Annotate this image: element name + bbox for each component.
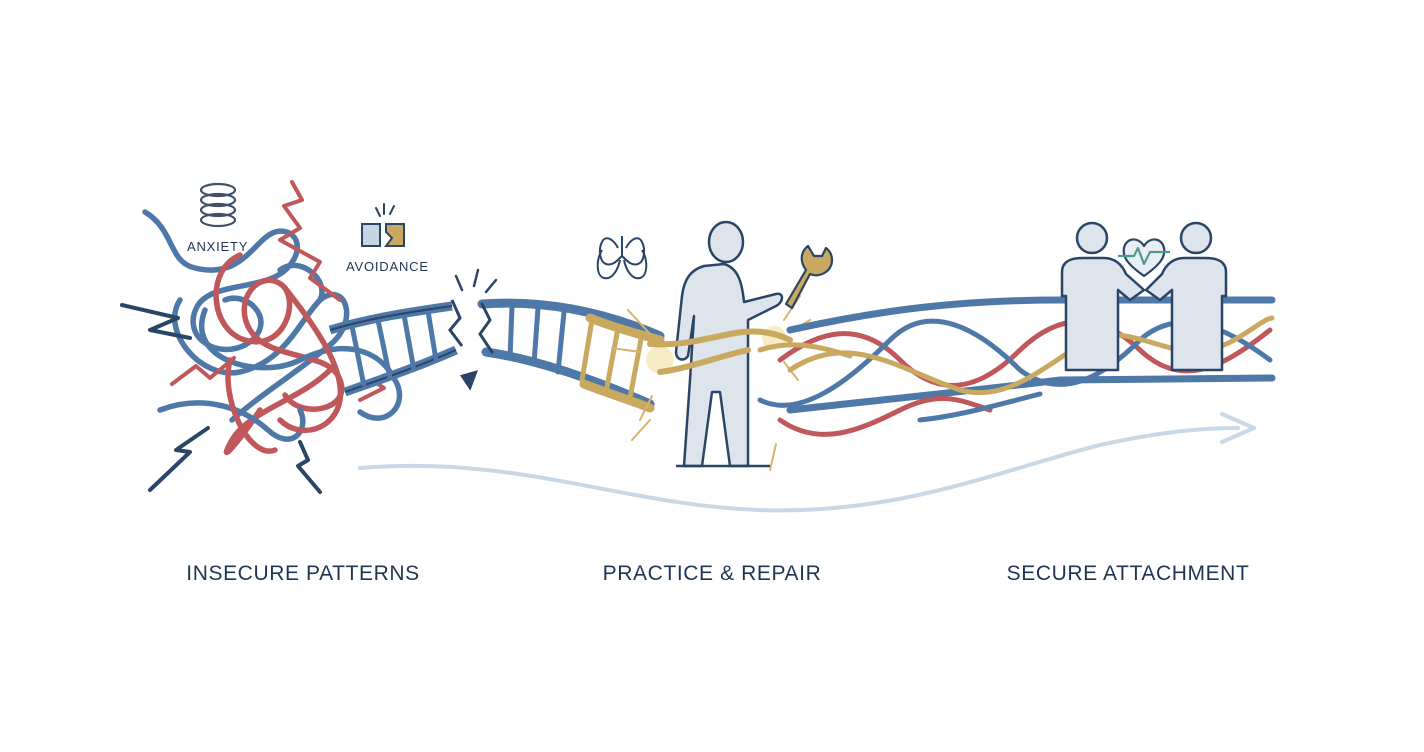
broken-ladder-left [328, 299, 464, 397]
break-burst [454, 268, 498, 391]
wrench-icon [784, 244, 834, 310]
gold-rope [647, 328, 793, 375]
avoidance-label: AVOIDANCE [346, 259, 429, 274]
person-repairing [674, 220, 784, 468]
stage-label-insecure-patterns: INSECURE PATTERNS [186, 562, 420, 585]
stage-label-secure-attachment: SECURE ATTACHMENT [1006, 562, 1250, 585]
anxiety-label: ANXIETY [187, 239, 249, 254]
spring-coil-icon [199, 182, 237, 228]
couple-figures [1060, 221, 1228, 372]
heart-pulse-icon [1118, 238, 1170, 278]
stage-label-practice-repair: PRACTICE & REPAIR [602, 562, 822, 585]
tangled-knot [142, 209, 403, 456]
lungs-icon [596, 236, 648, 280]
split-block-icon [361, 203, 405, 247]
ladder-right [477, 298, 665, 413]
progress-arrow [358, 412, 1256, 513]
